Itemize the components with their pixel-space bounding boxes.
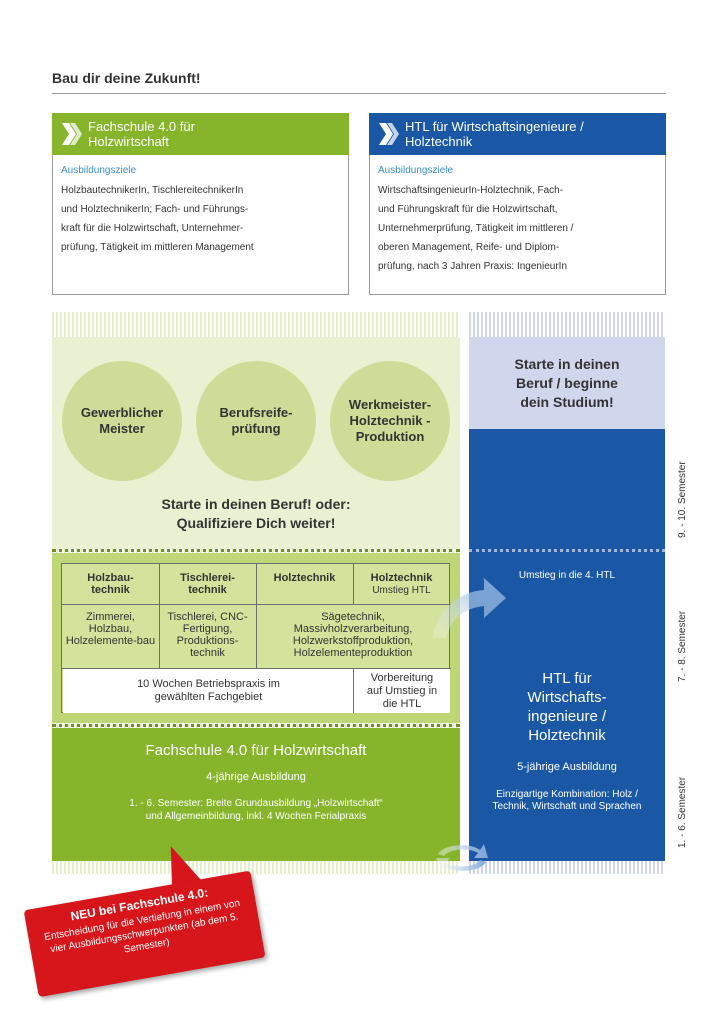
double-chevron-icon: [379, 123, 399, 145]
table-header-sub: Umstieg HTL: [372, 585, 431, 596]
htl-goals: Ausbildungsziele WirtschaftsingenieurIn-…: [369, 155, 666, 295]
table-cell: Tischlerei, CNC-Fertigung, Produktions-t…: [167, 611, 248, 659]
option-circle: Berufsreife-prüfung: [196, 361, 316, 481]
goal-line: HolzbautechnikerIn, TischlereitechnikerI…: [61, 185, 244, 196]
table-cell: Sägetechnik, Massivholzverarbeitung, Hol…: [292, 611, 414, 659]
fachschule-title: Fachschule 4.0 für Holzwirtschaft: [145, 742, 367, 759]
semester-label: 1. - 6. Semester: [677, 776, 688, 848]
htl-header: HTL für Wirtschaftsingenieure / Holztech…: [369, 113, 666, 155]
fachschule-goals-box: Fachschule 4.0 für Holzwirtschaft Ausbil…: [52, 113, 349, 295]
htl-goals-box: HTL für Wirtschaftsingenieure / Holztech…: [369, 113, 666, 295]
dotted-divider: [52, 549, 460, 552]
htl-title: HTL für Wirtschafts-ingenieure / Holztec…: [527, 670, 607, 744]
fachschule-name: Fachschule 4.0 für Holzwirtschaft: [88, 119, 195, 149]
goal-line: prüfung, Tätigkeit im mittleren Manageme…: [61, 242, 254, 253]
fachschule-goals: Ausbildungsziele HolzbautechnikerIn, Tis…: [52, 155, 349, 295]
option-circle: Gewerblicher Meister: [62, 361, 182, 481]
table-header: Holztechnik: [273, 572, 336, 584]
table-header: Holztechnik: [370, 572, 433, 584]
fachschule-duration: 4-jährige Ausbildung: [206, 771, 306, 783]
htl-combination: Einzigartige Kombination: Holz / Technik…: [492, 789, 642, 812]
option-circle: Werkmeister-Holztechnik - Produktion: [330, 361, 450, 481]
goals-heading: Ausbildungsziele: [61, 165, 137, 176]
goal-line: Unternehmerprüfung, Tätigkeit im mittler…: [378, 223, 574, 234]
htl-duration: 5-jährige Ausbildung: [517, 761, 617, 773]
career-start-text: Starte in deinen Beruf! oder: Qualifizie…: [161, 496, 351, 531]
goal-line: und Führungskraft für die Holzwirtschaft…: [378, 204, 558, 215]
page-title: Bau dir deine Zukunft!: [52, 70, 201, 86]
exchange-arrows-icon: [436, 844, 488, 872]
htl-career-start: Starte in deinen Beruf / beginne dein St…: [469, 337, 665, 429]
goal-line: WirtschaftsingenieurIn-Holztechnik, Fach…: [378, 185, 564, 196]
title-divider: [52, 93, 666, 94]
goal-line: oberen Management, Reife- und Diplom-: [378, 242, 560, 253]
fachschule-base-panel: Fachschule 4.0 für Holzwirtschaft 4-jähr…: [52, 728, 460, 861]
htl-transfer-label: Umstieg in die 4. HTL: [518, 570, 616, 581]
goal-line: und HolztechnikerIn; Fach- und Führungs-: [61, 204, 249, 215]
goal-line: kraft für die Holzwirtschaft, Unternehme…: [61, 223, 244, 234]
dotted-divider: [469, 549, 665, 552]
double-chevron-icon: [62, 123, 82, 145]
semester-label: 7. - 8. Semester: [677, 610, 688, 682]
htl-track-panel: [469, 429, 665, 861]
semester-label: 9. - 10. Semester: [677, 461, 688, 538]
specialization-table: Holzbau-technik Tischlerei-technik Holzt…: [61, 563, 451, 713]
table-header: Tischlerei-technik: [180, 572, 235, 596]
transfer-preparation-note: Vorbereitung auf Umstieg in die HTL: [354, 669, 450, 713]
internship-note: 10 Wochen Betriebspraxis im gewählten Fa…: [63, 669, 354, 713]
htl-name: HTL für Wirtschaftsingenieure / Holztech…: [405, 119, 584, 149]
table-cell: Zimmerei, Holzbau, Holzelemente-bau: [65, 611, 156, 647]
table-header: Holzbau-technik: [87, 572, 134, 596]
dotted-divider: [52, 724, 460, 727]
goal-line: prüfung, nach 3 Jahren Praxis: Ingenieur…: [378, 261, 568, 272]
fachschule-description: 1. - 6. Semester: Breite Grundausbildung…: [129, 798, 383, 822]
transfer-arrow-icon: [432, 578, 506, 638]
goals-heading: Ausbildungsziele: [378, 165, 454, 176]
fachschule-header: Fachschule 4.0 für Holzwirtschaft: [52, 113, 349, 155]
